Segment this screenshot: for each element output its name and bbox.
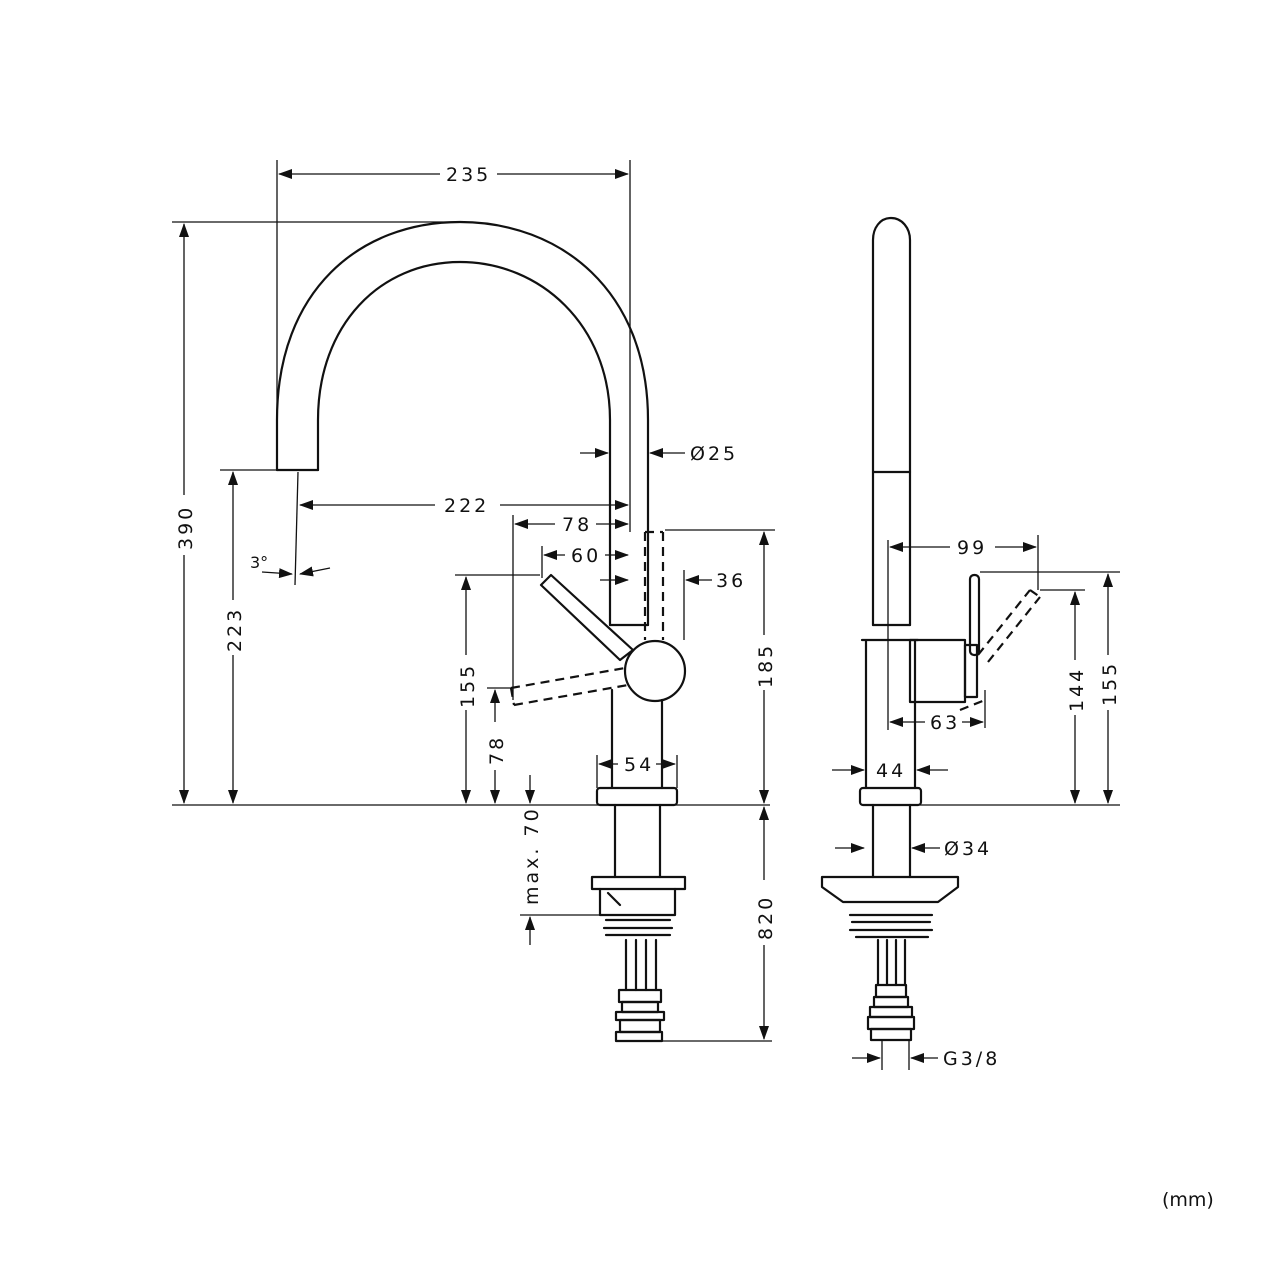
dim-78-top-label: 78 (562, 514, 592, 536)
dim-155-side-label: 155 (1099, 661, 1121, 706)
dim-dia34-label: Ø34 (944, 838, 992, 860)
side-view-dimensions: 99 63 144 155 44 Ø34 G3/8 (832, 535, 1121, 1070)
base-flange (595, 786, 679, 807)
dim-54-label: 54 (624, 754, 654, 776)
cartridge-dashed (643, 530, 665, 640)
side-mounting-plate (820, 875, 960, 904)
dim-max70-label: max. 70 (521, 806, 543, 905)
lever-dashed (509, 666, 629, 707)
hose-fittings (614, 988, 666, 1043)
hoses (624, 938, 658, 992)
dim-820-label: 820 (755, 895, 777, 940)
side-lever-dashed (977, 589, 1041, 663)
mounting-nut (598, 887, 677, 917)
side-handle-housing (908, 638, 967, 704)
dim-g38-label: G3/8 (943, 1048, 1000, 1070)
shank (613, 803, 662, 879)
dim-44-label: 44 (876, 760, 906, 782)
dim-390-label: 390 (175, 505, 197, 550)
dim-60-label: 60 (571, 545, 601, 567)
dim-angle-label: 3° (250, 553, 268, 572)
side-hose-fittings (866, 983, 916, 1042)
handle-hub (623, 639, 687, 703)
front-view-dimensions: 235 390 223 3° 222 Ø25 78 60 (172, 160, 777, 1042)
front-view-faucet (275, 220, 687, 1043)
faucet-body (608, 623, 664, 790)
dim-144-label: 144 (1066, 667, 1088, 712)
side-base-flange (858, 786, 923, 807)
dim-155-front-label: 155 (457, 663, 479, 708)
spout-inner (316, 260, 612, 627)
side-spout (871, 216, 912, 627)
dim-235-label: 235 (446, 164, 491, 186)
unit-label: (mm) (1162, 1189, 1214, 1211)
dim-dia25-label: Ø25 (690, 443, 738, 465)
mounting-plate (590, 875, 687, 891)
dim-223-label: 223 (224, 607, 246, 652)
lever-solid (539, 573, 635, 662)
dim-222-label: 222 (444, 495, 489, 517)
dim-78-side-label: 78 (486, 735, 508, 765)
thread (602, 918, 674, 937)
dim-63-label: 63 (930, 712, 960, 734)
side-view-faucet (820, 216, 1041, 1042)
dim-36-label: 36 (716, 570, 746, 592)
side-lever-solid (968, 573, 981, 657)
dim-185-label: 185 (755, 643, 777, 688)
dim-99-label: 99 (957, 537, 987, 559)
